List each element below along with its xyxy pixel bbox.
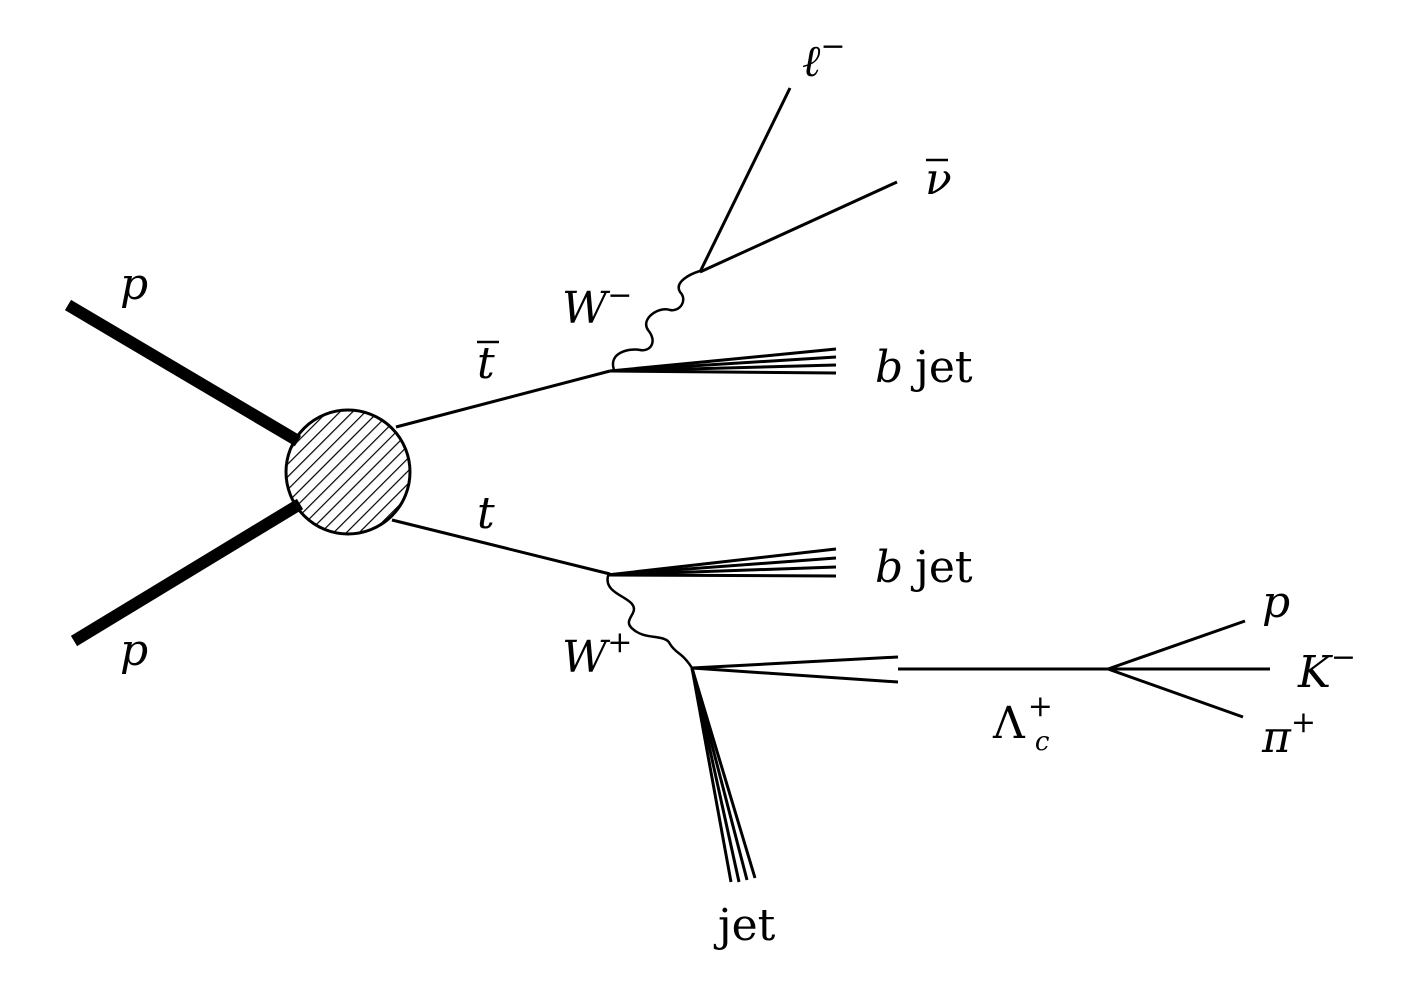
lepton-line <box>698 87 792 273</box>
w-minus-boson <box>611 269 701 371</box>
pion-line <box>1107 667 1244 719</box>
label-antineutrino: ν <box>925 154 952 205</box>
antineutrino-line <box>699 180 898 274</box>
incoming-proton-bottom <box>70 498 304 647</box>
label-t: t <box>477 488 495 539</box>
label-p-bottom: p <box>120 625 148 676</box>
label-proton-out: p <box>1262 577 1290 628</box>
label-tbar: t <box>477 338 499 389</box>
svg-text:ν: ν <box>925 154 952 205</box>
label-w-minus: W− <box>562 278 632 334</box>
light-jet <box>690 667 757 883</box>
label-w-plus: W+ <box>562 625 632 683</box>
label-jet: jet <box>713 900 776 951</box>
charm-jet <box>691 655 899 684</box>
tbar-line <box>395 369 611 429</box>
b-jet-top <box>609 347 837 375</box>
label-lepton: ℓ− <box>802 29 845 87</box>
proton-out-line <box>1107 619 1246 671</box>
t-line <box>391 518 611 576</box>
svg-text:t: t <box>477 338 495 389</box>
w-plus-boson <box>606 575 694 669</box>
label-pion: π+ <box>1261 705 1316 763</box>
b-jet-bottom <box>606 547 837 578</box>
label-p-top: p <box>120 259 148 310</box>
label-lambda-c: Λ+c <box>992 689 1053 757</box>
label-kaon: K− <box>1297 640 1356 698</box>
incoming-proton-top <box>64 299 302 447</box>
interaction-blob <box>284 408 412 536</box>
